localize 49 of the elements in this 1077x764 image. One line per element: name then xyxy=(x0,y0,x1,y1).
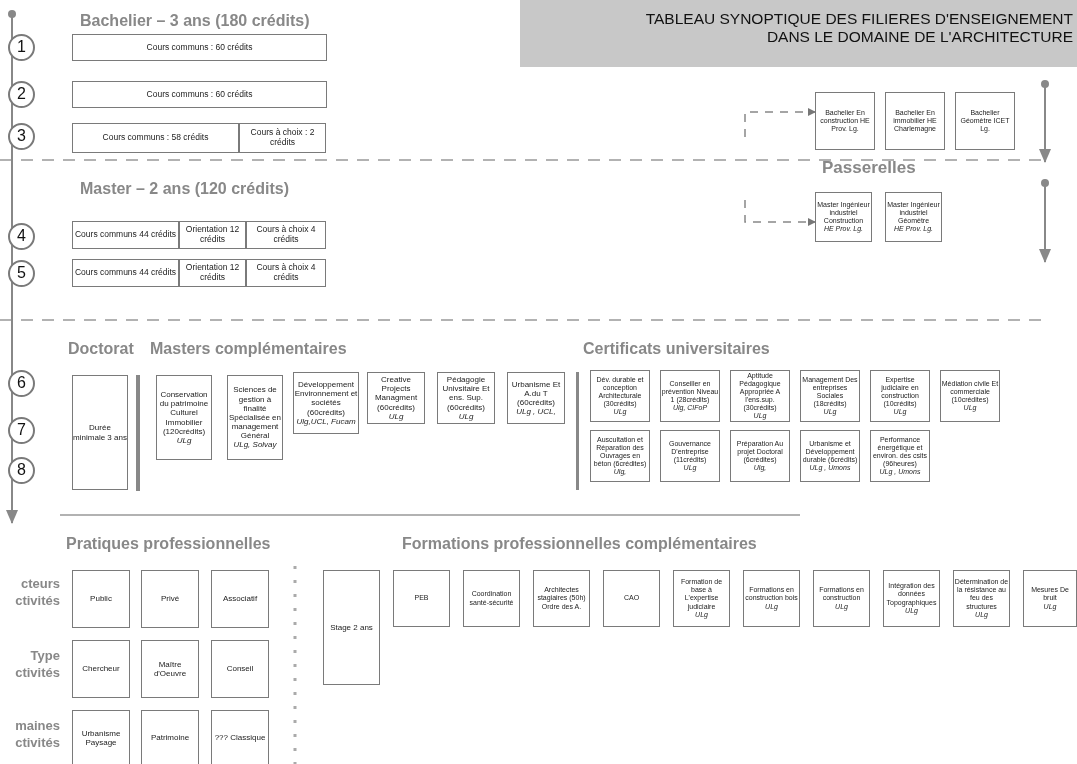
step-number-circle: 6 xyxy=(8,370,35,397)
row-label: cteurs ctivités xyxy=(14,576,60,610)
row-label: maines ctivités xyxy=(14,718,60,752)
section-heading: Certificats universitaires xyxy=(583,340,770,358)
section-heading: Masters complémentaires xyxy=(150,340,347,358)
step-number-circle: 1 xyxy=(8,34,35,61)
course-box: Cours communs : 60 crédits xyxy=(72,81,327,108)
course-box: Cours à choix : 2 crédits xyxy=(239,123,326,153)
section-heading: Formations professionnelles complémentaires xyxy=(402,535,757,553)
course-box: Développement Environnement et sociétés (60crédits) Ulg,UCL, Fucam xyxy=(293,372,359,434)
step-number-circle: 4 xyxy=(8,223,35,250)
course-box: Cours communs 44 crédits xyxy=(72,221,179,249)
step-number-circle: 7 xyxy=(8,417,35,444)
section-heading: Pratiques professionnelles xyxy=(66,535,271,553)
course-box: Orientation 12 crédits xyxy=(179,221,246,249)
course-box: Cours à choix 4 crédits xyxy=(246,259,326,287)
dashed-arrow xyxy=(744,199,816,226)
course-box: Durée minimale 3 ans xyxy=(72,375,128,490)
course-box: Urbanisme Paysage xyxy=(72,710,130,764)
step-number-circle: 5 xyxy=(8,260,35,287)
course-box: Public xyxy=(72,570,130,628)
course-box: Urbanisme Et A.du T (60crédits) ULg , UCL, xyxy=(507,372,565,424)
course-box: Patrimoine xyxy=(141,710,199,764)
course-box: Cours communs 44 crédits xyxy=(72,259,179,287)
course-box: Chercheur xyxy=(72,640,130,698)
course-box: ??? Classique xyxy=(211,710,269,764)
course-box: Sciences de gestion à finalité Spécialisée en management Général ULg, Solvay xyxy=(227,375,283,460)
course-box: Stage 2 ans xyxy=(323,570,380,685)
course-box: Associatif xyxy=(211,570,269,628)
step-number-circle: 2 xyxy=(8,81,35,108)
title: TABLEAU SYNOPTIQUE DES FILIERES D'ENSEIGNEMENT DANS LE DOMAINE DE L'ARCHITECTURE xyxy=(644,10,1073,46)
course-box: Conservation du patrimoine Culturel Immobilier (120crédits) ULg xyxy=(156,375,212,460)
course-box: Creative Projects Managment (60crédits) ULg xyxy=(367,372,425,424)
section-heading: Bachelier – 3 ans (180 crédits) xyxy=(80,12,310,30)
step-number-circle: 8 xyxy=(8,457,35,484)
course-box: Cours communs : 60 crédits xyxy=(72,34,327,61)
course-box: Privé xyxy=(141,570,199,628)
course-box: Orientation 12 crédits xyxy=(179,259,246,287)
course-box: Cours à choix 4 crédits xyxy=(246,221,326,249)
section-heading: Passerelles xyxy=(822,158,916,178)
course-box: Cours communs : 58 crédits xyxy=(72,123,239,153)
course-box: Maître d'Oeuvre xyxy=(141,640,199,698)
step-number-circle: 3 xyxy=(8,123,35,150)
section-heading: Doctorat xyxy=(68,340,134,358)
section-heading: Master – 2 ans (120 crédits) xyxy=(80,180,289,198)
row-label: Type ctivités xyxy=(14,648,60,682)
dashed-arrow xyxy=(744,108,816,138)
course-box: Pédagogie Univsitaire Et ens. Sup. (60crédits) ULg xyxy=(437,372,495,424)
course-box: Conseil xyxy=(211,640,269,698)
